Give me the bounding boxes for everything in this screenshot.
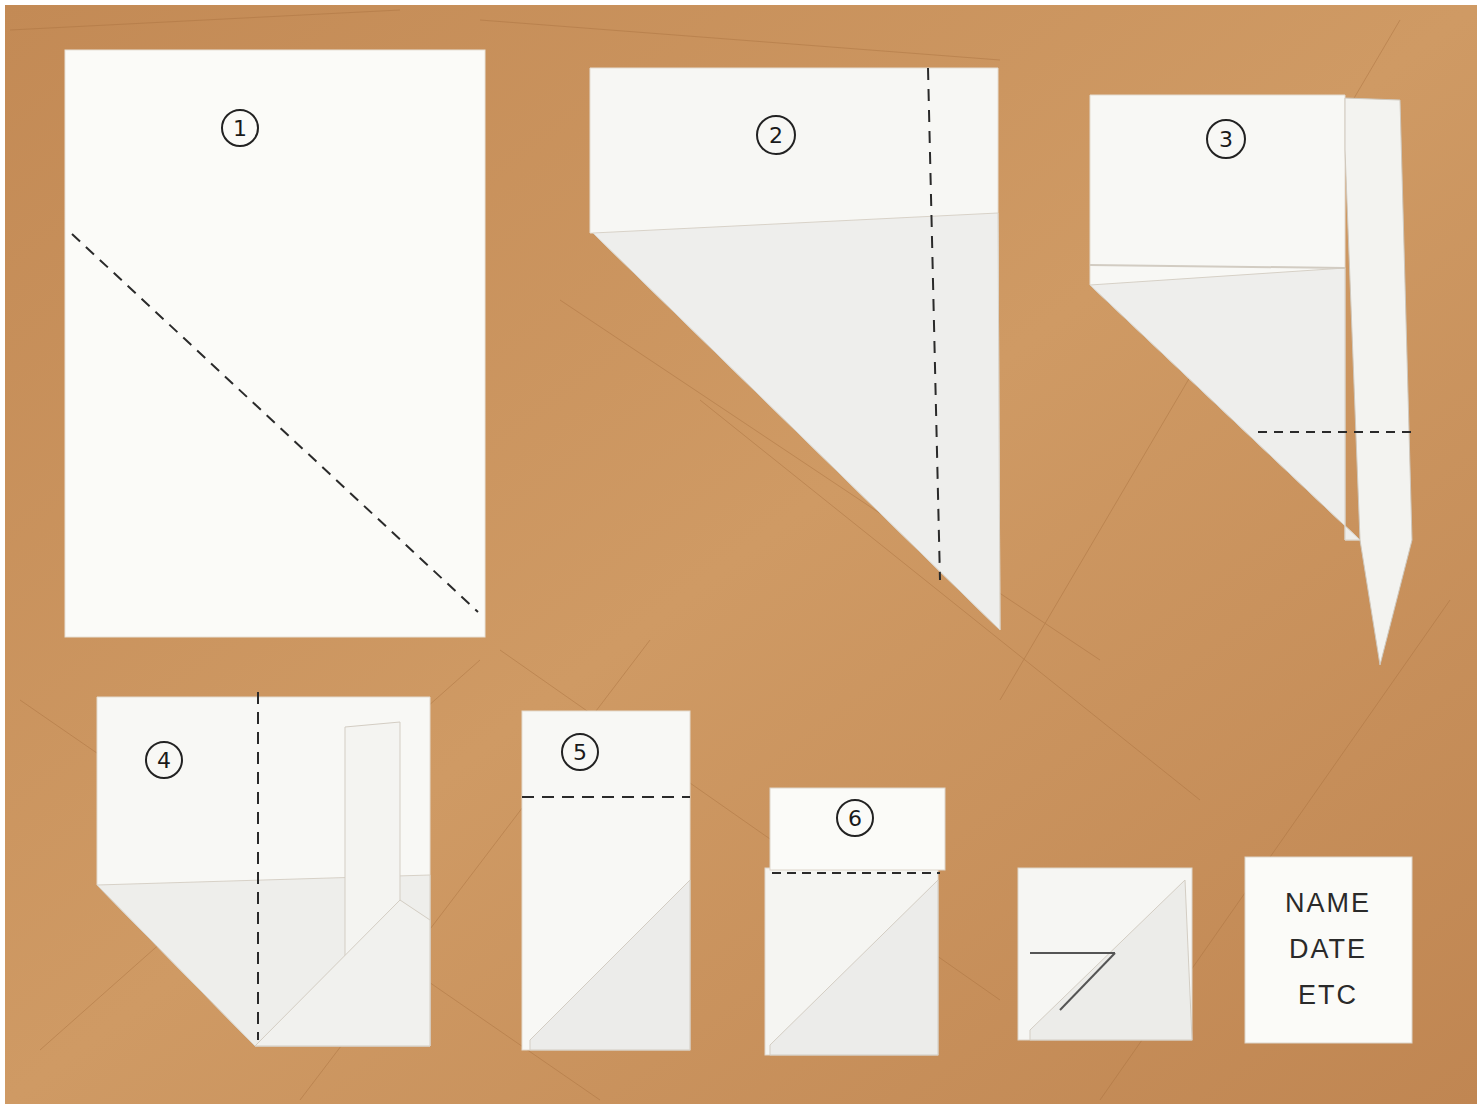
- step-number: 5: [573, 740, 587, 765]
- step-number: 6: [848, 806, 862, 831]
- step-number-circle: 3: [1206, 119, 1246, 159]
- wood-table: [5, 5, 1477, 1104]
- step-number: 4: [157, 748, 171, 773]
- step-number-circle: 5: [561, 733, 599, 771]
- label-card-text: NAME DATE ETC: [1253, 865, 1403, 1035]
- step-6-sheet: [765, 788, 945, 1055]
- step-number: 3: [1219, 127, 1233, 152]
- step-number-circle: 6: [836, 799, 874, 837]
- step-number-circle: 1: [221, 109, 259, 147]
- step-number-circle: 2: [756, 115, 796, 155]
- step-5-sheet: [522, 711, 690, 1050]
- step-1-sheet: [65, 50, 485, 637]
- step-3-sheet: [1090, 95, 1412, 665]
- card-label: NAME DATE ETC: [1268, 881, 1388, 1019]
- step-number-circle: 4: [145, 741, 183, 779]
- folded-packet: [1018, 868, 1192, 1040]
- step-number: 2: [769, 123, 783, 148]
- step-number: 1: [233, 116, 247, 141]
- step-4-sheet: [97, 692, 430, 1046]
- step-2-sheet: [590, 68, 1000, 630]
- label-card: [1245, 857, 1412, 1043]
- wood-scratches: [10, 10, 1450, 1100]
